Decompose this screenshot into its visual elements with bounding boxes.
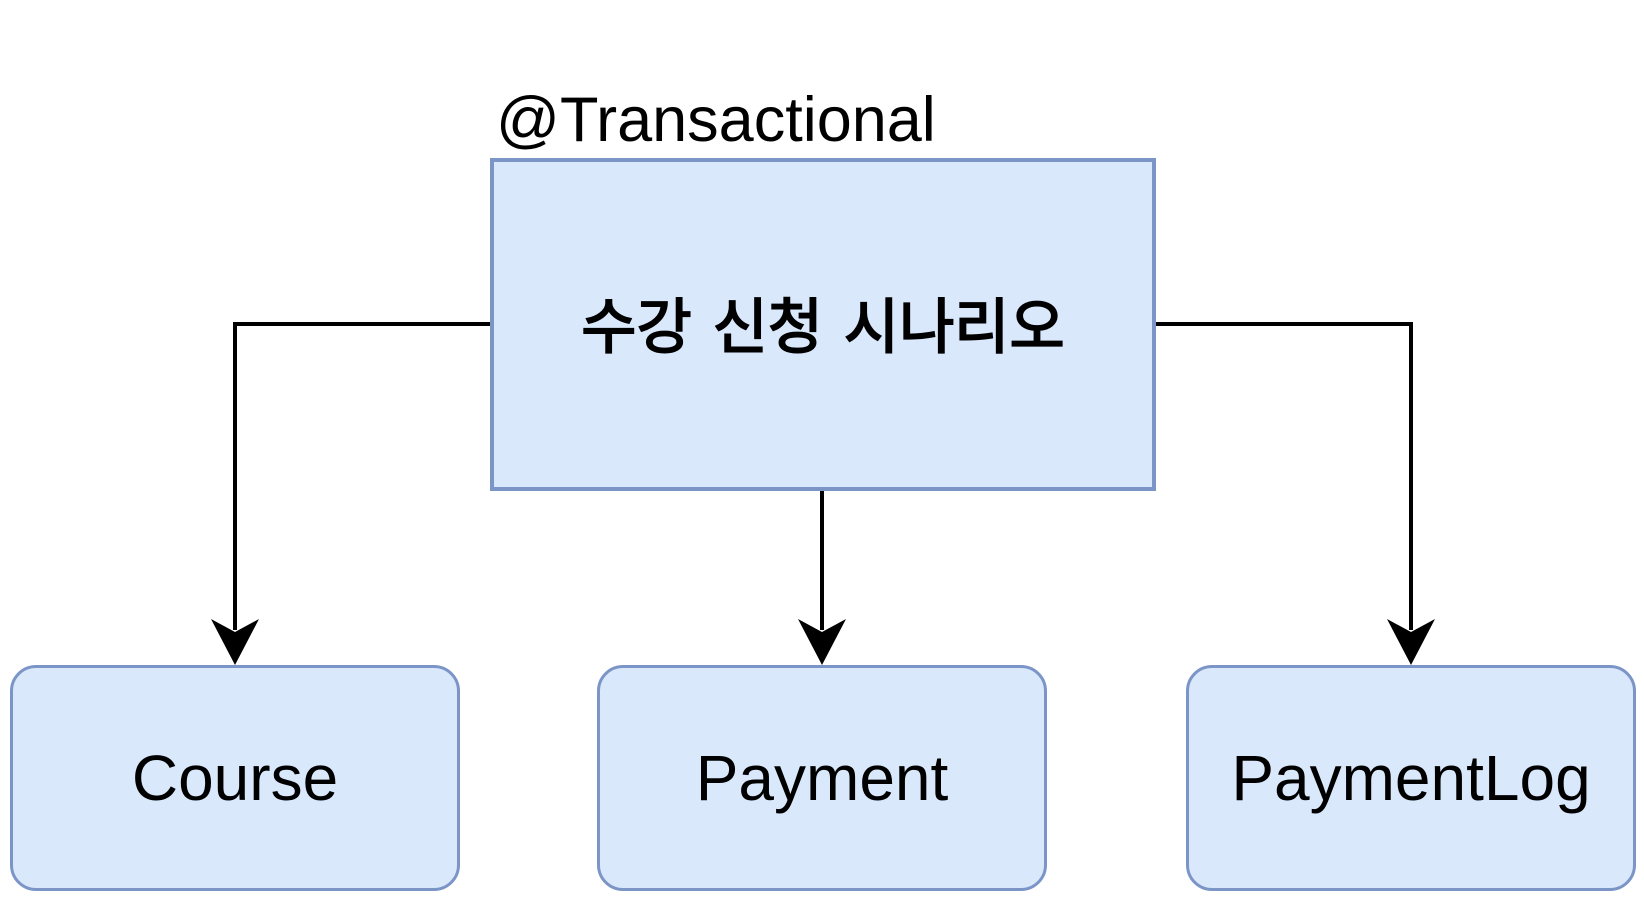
paymentlog-label: PaymentLog (1231, 742, 1591, 814)
arrowhead-course (211, 619, 259, 665)
course-node: Course (10, 665, 460, 891)
enrollment-scenario-node: 수강 신청 시나리오 (490, 158, 1156, 491)
payment-node: Payment (597, 665, 1047, 891)
arrowhead-paymentlog (1387, 619, 1435, 665)
enrollment-scenario-label: 수강 신청 시나리오 (581, 293, 1065, 363)
transactional-annotation: @Transactional (496, 85, 936, 155)
paymentlog-node: PaymentLog (1186, 665, 1636, 891)
edge-main-to-paymentlog (1156, 322, 1413, 630)
edge-main-to-course (233, 322, 490, 630)
payment-label: Payment (695, 742, 949, 814)
course-label: Course (131, 742, 339, 814)
arrowhead-payment (798, 619, 846, 665)
